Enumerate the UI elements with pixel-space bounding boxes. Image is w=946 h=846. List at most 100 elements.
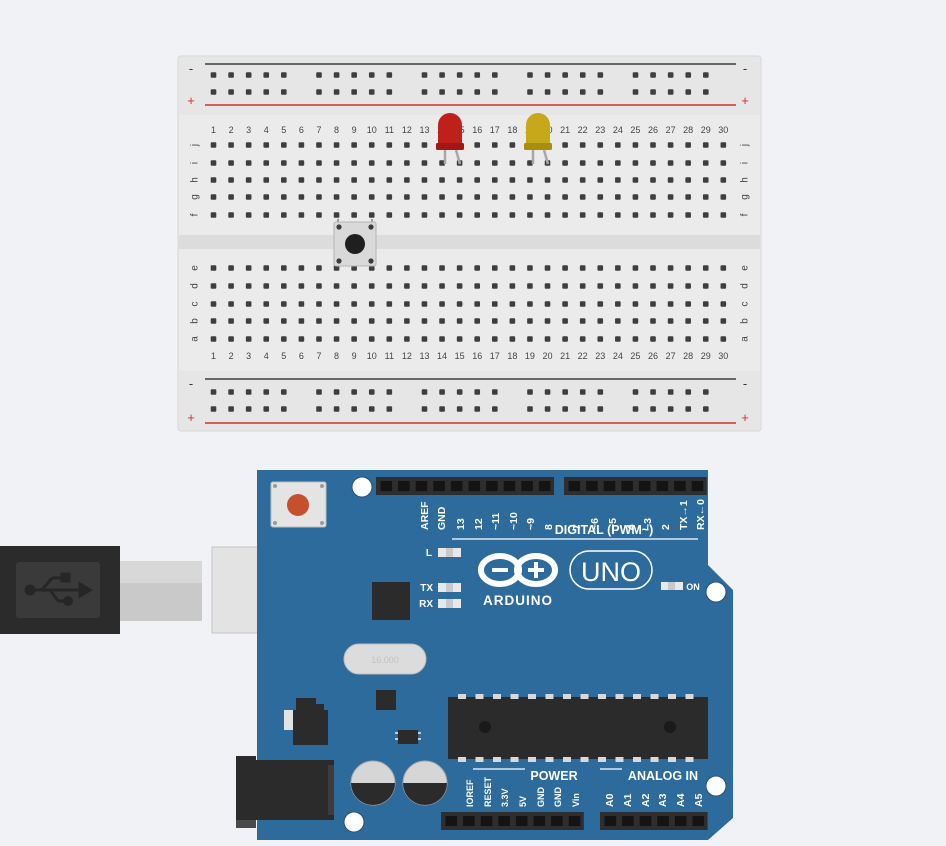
breadboard-hole[interactable]	[456, 265, 463, 271]
breadboard-hole[interactable]	[281, 336, 287, 342]
breadboard-hole[interactable]	[210, 89, 217, 95]
breadboard-hole[interactable]	[615, 160, 621, 166]
breadboard-hole[interactable]	[456, 301, 463, 307]
breadboard-hole[interactable]	[527, 283, 533, 289]
breadboard-hole[interactable]	[368, 194, 375, 200]
breadboard-hole[interactable]	[474, 389, 481, 395]
breadboard-hole[interactable]	[386, 406, 393, 412]
breadboard-hole[interactable]	[703, 72, 709, 78]
breadboard-hole[interactable]	[632, 177, 639, 183]
breadboard-hole[interactable]	[720, 265, 727, 271]
breadboard-hole[interactable]	[228, 142, 234, 148]
breadboard-hole[interactable]	[632, 389, 639, 395]
breadboard-hole[interactable]	[386, 194, 393, 200]
breadboard-hole[interactable]	[298, 318, 305, 324]
breadboard-hole[interactable]	[720, 142, 727, 148]
breadboard-hole[interactable]	[439, 336, 445, 342]
breadboard-hole[interactable]	[492, 389, 498, 395]
breadboard-hole[interactable]	[544, 406, 551, 412]
breadboard-hole[interactable]	[439, 177, 445, 183]
breadboard-hole[interactable]	[316, 318, 322, 324]
breadboard-hole[interactable]	[685, 194, 691, 200]
breadboard-hole[interactable]	[333, 72, 340, 78]
breadboard-hole[interactable]	[509, 177, 516, 183]
breadboard-hole[interactable]	[456, 389, 463, 395]
breadboard-hole[interactable]	[509, 194, 516, 200]
breadboard-hole[interactable]	[210, 265, 217, 271]
breadboard-hole[interactable]	[667, 89, 674, 95]
breadboard-hole[interactable]	[298, 265, 305, 271]
breadboard-hole[interactable]	[421, 336, 428, 342]
breadboard-hole[interactable]	[263, 336, 270, 342]
breadboard-hole[interactable]	[615, 336, 621, 342]
breadboard-hole[interactable]	[351, 160, 357, 166]
header-pin[interactable]	[621, 481, 633, 491]
breadboard-hole[interactable]	[245, 177, 252, 183]
breadboard-hole[interactable]	[650, 160, 656, 166]
breadboard-hole[interactable]	[474, 318, 480, 324]
breadboard-hole[interactable]	[667, 336, 674, 342]
breadboard-hole[interactable]	[333, 89, 340, 95]
breadboard-hole[interactable]	[421, 177, 428, 183]
header-pin[interactable]	[398, 481, 410, 491]
breadboard[interactable]: - - + + - - + + 112233445566778899101011…	[177, 55, 762, 432]
breadboard-hole[interactable]	[351, 72, 357, 78]
breadboard-hole[interactable]	[492, 89, 498, 95]
breadboard-hole[interactable]	[702, 194, 709, 200]
breadboard-hole[interactable]	[492, 406, 498, 412]
breadboard-hole[interactable]	[245, 142, 252, 148]
breadboard-hole[interactable]	[632, 283, 639, 289]
breadboard-hole[interactable]	[491, 336, 498, 342]
breadboard-hole[interactable]	[386, 265, 393, 271]
breadboard-hole[interactable]	[579, 389, 586, 395]
breadboard-hole[interactable]	[333, 336, 340, 342]
breadboard-hole[interactable]	[368, 301, 375, 307]
breadboard-hole[interactable]	[439, 318, 445, 324]
breadboard-hole[interactable]	[615, 142, 621, 148]
breadboard-hole[interactable]	[421, 265, 428, 271]
breadboard-hole[interactable]	[650, 89, 656, 95]
breadboard-hole[interactable]	[351, 177, 357, 183]
breadboard-hole[interactable]	[720, 212, 727, 218]
breadboard-hole[interactable]	[597, 318, 604, 324]
breadboard-hole[interactable]	[368, 406, 375, 412]
breadboard-hole[interactable]	[245, 160, 252, 166]
breadboard-hole[interactable]	[579, 301, 586, 307]
breadboard-hole[interactable]	[702, 336, 709, 342]
breadboard-hole[interactable]	[421, 72, 428, 78]
breadboard-hole[interactable]	[263, 194, 270, 200]
breadboard-hole[interactable]	[439, 160, 445, 166]
breadboard-hole[interactable]	[245, 318, 252, 324]
header-pin[interactable]	[586, 481, 598, 491]
breadboard-hole[interactable]	[597, 265, 604, 271]
header-pin[interactable]	[674, 816, 687, 826]
breadboard-hole[interactable]	[720, 283, 727, 289]
breadboard-hole[interactable]	[667, 283, 674, 289]
breadboard-hole[interactable]	[632, 142, 639, 148]
dc-power-jack[interactable]	[236, 756, 334, 828]
breadboard-hole[interactable]	[615, 265, 621, 271]
breadboard-hole[interactable]	[386, 283, 393, 289]
breadboard-hole[interactable]	[404, 336, 410, 342]
breadboard-hole[interactable]	[210, 142, 217, 148]
breadboard-hole[interactable]	[456, 72, 463, 78]
breadboard-hole[interactable]	[703, 89, 709, 95]
header-pin[interactable]	[568, 481, 581, 491]
breadboard-hole[interactable]	[527, 406, 533, 412]
breadboard-hole[interactable]	[281, 283, 287, 289]
breadboard-hole[interactable]	[245, 406, 252, 412]
breadboard-hole[interactable]	[333, 177, 340, 183]
breadboard-hole[interactable]	[386, 160, 393, 166]
breadboard-hole[interactable]	[263, 212, 270, 218]
breadboard-hole[interactable]	[632, 160, 639, 166]
header-pin[interactable]	[674, 481, 686, 491]
breadboard-hole[interactable]	[210, 194, 217, 200]
breadboard-hole[interactable]	[228, 265, 234, 271]
breadboard-hole[interactable]	[632, 318, 639, 324]
breadboard-hole[interactable]	[333, 194, 340, 200]
breadboard-hole[interactable]	[544, 265, 551, 271]
breadboard-hole[interactable]	[404, 160, 410, 166]
breadboard-hole[interactable]	[562, 318, 568, 324]
breadboard-hole[interactable]	[439, 406, 445, 412]
breadboard-hole[interactable]	[474, 301, 480, 307]
